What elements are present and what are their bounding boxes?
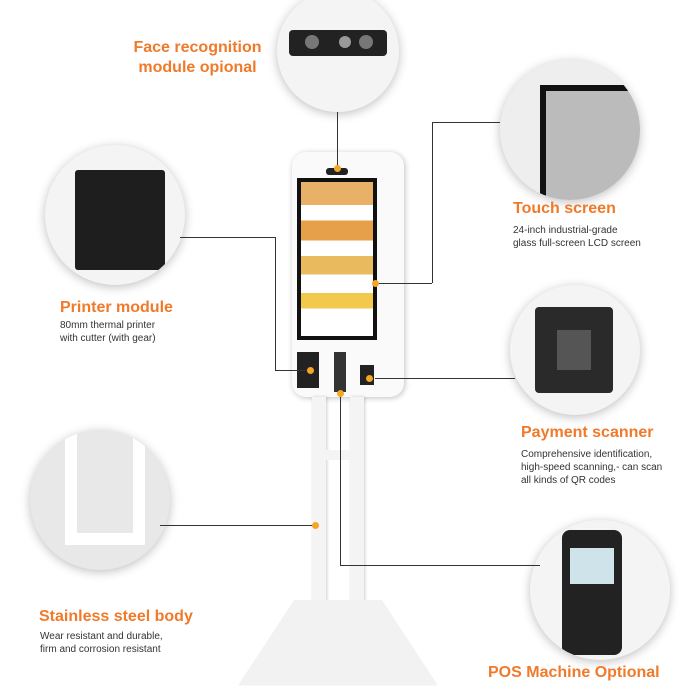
printer-module-title: Printer module — [60, 299, 173, 316]
kiosk-base — [238, 600, 438, 686]
payment-scanner-desc: Comprehensive identification,high-speed … — [521, 449, 663, 486]
printer-icon — [75, 170, 165, 270]
kiosk-screen — [297, 178, 377, 340]
kiosk-pos-slot — [334, 352, 346, 392]
steel-body-closeup — [30, 430, 170, 570]
steel-body-desc: Wear resistant and durable,firm and corr… — [40, 631, 163, 655]
pos-machine-closeup — [530, 520, 670, 660]
kiosk-stand-brace — [312, 450, 364, 460]
touch-screen-closeup — [500, 60, 640, 200]
steel-body-title: Stainless steel body — [39, 608, 193, 625]
kiosk-stand-left — [312, 397, 326, 617]
touch-screen-title: Touch screen — [513, 200, 616, 217]
pos-machine-title: POS Machine Optional — [488, 664, 660, 681]
face-module-closeup — [277, 0, 399, 112]
payment-scanner-closeup — [510, 285, 640, 415]
kiosk-stand-right — [350, 397, 364, 617]
printer-module-closeup — [45, 145, 185, 285]
payment-scanner-title: Payment scanner — [521, 424, 654, 441]
